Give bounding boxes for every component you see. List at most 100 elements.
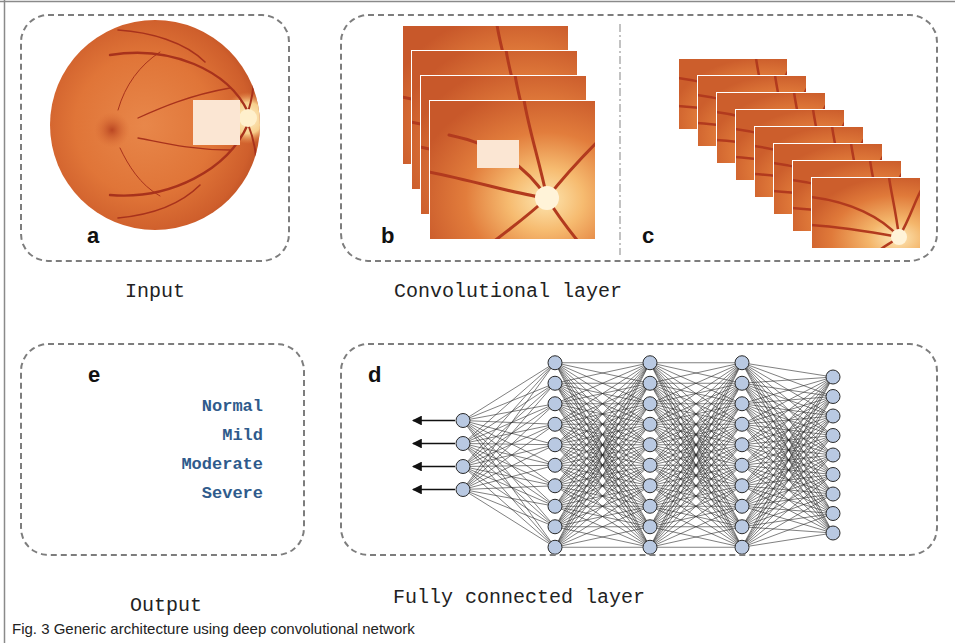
- neuron: [548, 540, 562, 554]
- network-link: [555, 465, 650, 547]
- network-link: [650, 363, 742, 486]
- network-link: [742, 397, 833, 548]
- network-link: [650, 363, 742, 425]
- network-link: [555, 363, 650, 466]
- network-link: [742, 514, 833, 548]
- optic-disc: [239, 109, 257, 127]
- network-link: [463, 424, 555, 466]
- output-arrow: [413, 466, 455, 467]
- network-link: [650, 363, 742, 548]
- frame-line: [0, 1, 955, 3]
- neuron: [826, 448, 840, 462]
- network-link: [742, 436, 833, 507]
- network-link: [650, 363, 742, 425]
- neuron: [643, 540, 657, 554]
- network-link: [650, 363, 742, 404]
- network-link: [555, 383, 650, 547]
- neuron: [826, 429, 840, 443]
- network-link: [742, 455, 833, 547]
- dashed-panel: bcConvolutional layer: [340, 14, 938, 262]
- network-link: [463, 467, 555, 507]
- network-link: [463, 421, 555, 466]
- neuron: [826, 390, 840, 404]
- network-link: [742, 404, 833, 533]
- panel-letter: a: [87, 223, 99, 248]
- network-link: [742, 377, 833, 486]
- neuron: [548, 520, 562, 534]
- network-link: [742, 416, 833, 547]
- fundus-image: [50, 20, 274, 230]
- network-link: [555, 363, 650, 466]
- neuron: [643, 356, 657, 370]
- figure-caption: Fig. 3 Generic architecture using deep c…: [12, 620, 415, 637]
- network-link: [555, 404, 650, 548]
- network-link: [650, 486, 742, 548]
- network-link: [650, 506, 742, 547]
- network-link: [650, 486, 742, 548]
- network-link: [555, 363, 650, 527]
- panel-label: Output: [130, 594, 202, 617]
- network-link: [555, 363, 650, 507]
- network-neurons: [456, 356, 840, 555]
- network-link: [463, 445, 555, 490]
- neuron: [643, 499, 657, 513]
- network-links: [463, 363, 833, 548]
- network-link: [463, 490, 555, 527]
- network-link: [555, 465, 650, 547]
- network-link: [555, 404, 650, 548]
- network-link: [650, 445, 742, 548]
- network-link: [463, 467, 555, 548]
- network-link: [555, 445, 650, 548]
- network-link: [555, 527, 650, 548]
- network-link: [650, 363, 742, 527]
- crop-region: [477, 140, 519, 168]
- network-link: [650, 383, 742, 547]
- network-link: [650, 527, 742, 548]
- blood-vessels: [110, 28, 257, 222]
- network-link: [742, 383, 833, 435]
- network-link: [555, 363, 650, 425]
- network-link: [742, 475, 833, 527]
- neuron: [826, 526, 840, 540]
- network-link: [555, 527, 650, 548]
- network-link: [650, 363, 742, 466]
- network-link: [555, 363, 650, 548]
- crop-region: [193, 100, 240, 145]
- neuron: [643, 479, 657, 493]
- network-link: [555, 424, 650, 547]
- fundus-disc: [50, 20, 260, 230]
- neuron: [735, 479, 749, 493]
- network-link: [463, 467, 555, 527]
- network-link: [463, 363, 555, 467]
- output-arrow: [413, 443, 455, 444]
- network-link: [463, 421, 555, 507]
- network-link: [650, 363, 742, 384]
- network-link: [555, 486, 650, 548]
- neuron: [643, 417, 657, 431]
- network-link: [463, 444, 555, 527]
- neuron: [643, 438, 657, 452]
- network-link: [742, 363, 833, 494]
- network-link: [742, 363, 833, 416]
- network-link: [555, 424, 650, 547]
- feature-stack-b: [402, 25, 599, 245]
- neuron: [548, 438, 562, 452]
- neuron: [456, 483, 470, 497]
- network-link: [742, 455, 833, 527]
- network-link: [742, 416, 833, 486]
- network-link: [742, 494, 833, 547]
- network-link: [742, 377, 833, 424]
- network-link: [555, 363, 650, 486]
- network-link: [463, 444, 555, 445]
- neuron: [826, 468, 840, 482]
- network-link: [742, 363, 833, 377]
- panel-letter: d: [368, 362, 381, 387]
- neuron: [735, 417, 749, 431]
- network-link: [555, 363, 650, 404]
- panel-letter: e: [88, 362, 100, 387]
- network-link: [555, 363, 650, 527]
- dashed-panel: dFully connected layer: [340, 343, 938, 556]
- network-link: [742, 416, 833, 465]
- network-link: [650, 362, 742, 363]
